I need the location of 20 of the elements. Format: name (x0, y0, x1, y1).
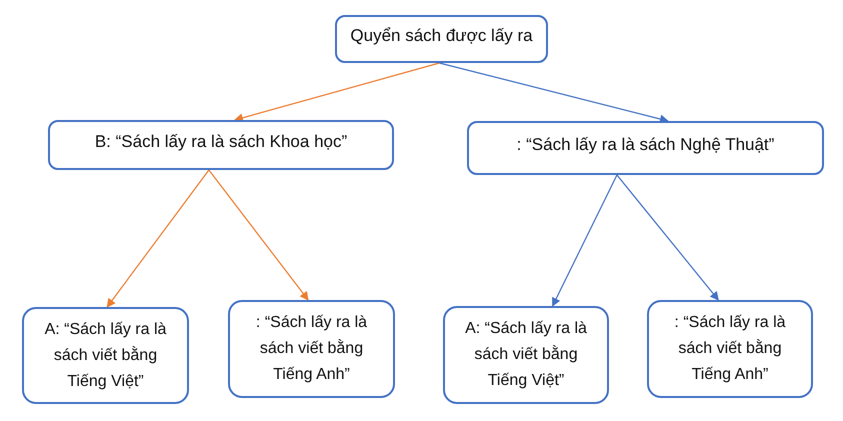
arrow (234, 62, 440, 122)
process-box (48, 120, 394, 170)
arrow (106, 170, 210, 308)
process-box (443, 306, 609, 404)
node-text: Quyển sách được lấy ra (350, 25, 533, 47)
process-box (22, 307, 189, 404)
arrow (439, 62, 669, 124)
process-box (228, 300, 395, 398)
process-box (467, 121, 824, 175)
arrow (208, 170, 309, 301)
process-box (335, 15, 548, 63)
node-text: : “Sách lấy ra là sách viết bằng Tiếng Anh” (673, 313, 787, 385)
arrow (552, 174, 618, 307)
node-text: B: “Sách lấy ra là sách Khoa học” (94, 131, 348, 153)
node-text: : “Sách lấy ra là sách Nghệ Thuật” (516, 134, 774, 156)
node-text: A: “Sách lấy ra là sách viết bằng Tiếng Việt” (44, 320, 168, 392)
node-text: : “Sách lấy ra là sách viết bằng Tiếng Anh” (254, 313, 368, 385)
process-box (647, 300, 813, 398)
arrow (616, 174, 719, 301)
node-text: A: “Sách lấy ra là sách viết bằng Tiếng Việt” (464, 319, 588, 391)
